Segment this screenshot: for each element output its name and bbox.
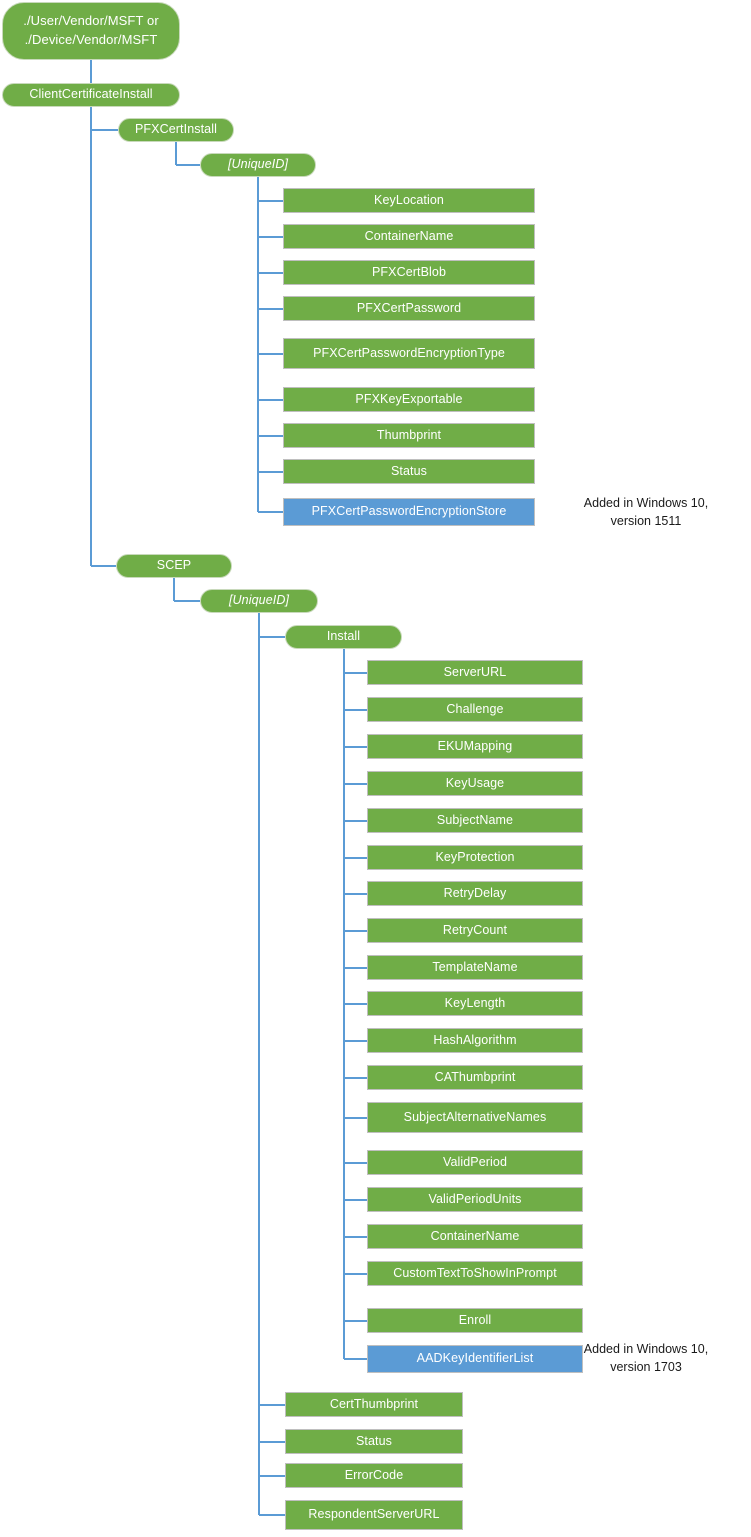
- node-pfxkeyexportable: PFXKeyExportable: [283, 387, 535, 412]
- node-keyprotection: KeyProtection: [367, 845, 583, 870]
- node-subjectaltnames: SubjectAlternativeNames: [367, 1102, 583, 1133]
- node-challenge: Challenge: [367, 697, 583, 722]
- node-pfxcertpwdenctype: PFXCertPasswordEncryptionType: [283, 338, 535, 369]
- node-retrycount: RetryCount: [367, 918, 583, 943]
- node-respondentserverurl: RespondentServerURL: [285, 1500, 463, 1530]
- node-clientcertinstall: ClientCertificateInstall: [2, 83, 180, 107]
- node-validperiod: ValidPeriod: [367, 1150, 583, 1175]
- node-cathumbprint: CAThumbprint: [367, 1065, 583, 1090]
- node-errorcode: ErrorCode: [285, 1463, 463, 1488]
- node-serverurl: ServerURL: [367, 660, 583, 685]
- node-ekumapping: EKUMapping: [367, 734, 583, 759]
- node-keyusage: KeyUsage: [367, 771, 583, 796]
- annotation-note-1511: Added in Windows 10, version 1511: [583, 496, 709, 529]
- node-retrydelay: RetryDelay: [367, 881, 583, 906]
- node-hashalgorithm: HashAlgorithm: [367, 1028, 583, 1053]
- annotation-note-1703: Added in Windows 10, version 1703: [583, 1342, 709, 1375]
- node-aadkeyidlist: AADKeyIdentifierList: [367, 1345, 583, 1373]
- node-thumbprint: Thumbprint: [283, 423, 535, 448]
- node-enroll: Enroll: [367, 1308, 583, 1333]
- node-pfxcertpwdencstore: PFXCertPasswordEncryptionStore: [283, 498, 535, 526]
- node-pfxcertinstall: PFXCertInstall: [118, 118, 234, 142]
- node-pfx-uniqueid: [UniqueID]: [200, 153, 316, 177]
- node-subjectname: SubjectName: [367, 808, 583, 833]
- node-validperiodunits: ValidPeriodUnits: [367, 1187, 583, 1212]
- node-pfxcertpassword: PFXCertPassword: [283, 296, 535, 321]
- node-customtext: CustomTextToShowInPrompt: [367, 1261, 583, 1286]
- node-scep-uniqueid: [UniqueID]: [200, 589, 318, 613]
- node-containername-scep: ContainerName: [367, 1224, 583, 1249]
- node-root: ./User/Vendor/MSFT or ./Device/Vendor/MS…: [2, 2, 180, 60]
- node-pfxcertblob: PFXCertBlob: [283, 260, 535, 285]
- node-status-pfx: Status: [283, 459, 535, 484]
- node-scep: SCEP: [116, 554, 232, 578]
- node-templatename: TemplateName: [367, 955, 583, 980]
- node-certthumbprint: CertThumbprint: [285, 1392, 463, 1417]
- node-keylocation: KeyLocation: [283, 188, 535, 213]
- node-install: Install: [285, 625, 402, 649]
- node-status-scep: Status: [285, 1429, 463, 1454]
- node-containername-pfx: ContainerName: [283, 224, 535, 249]
- node-keylength: KeyLength: [367, 991, 583, 1016]
